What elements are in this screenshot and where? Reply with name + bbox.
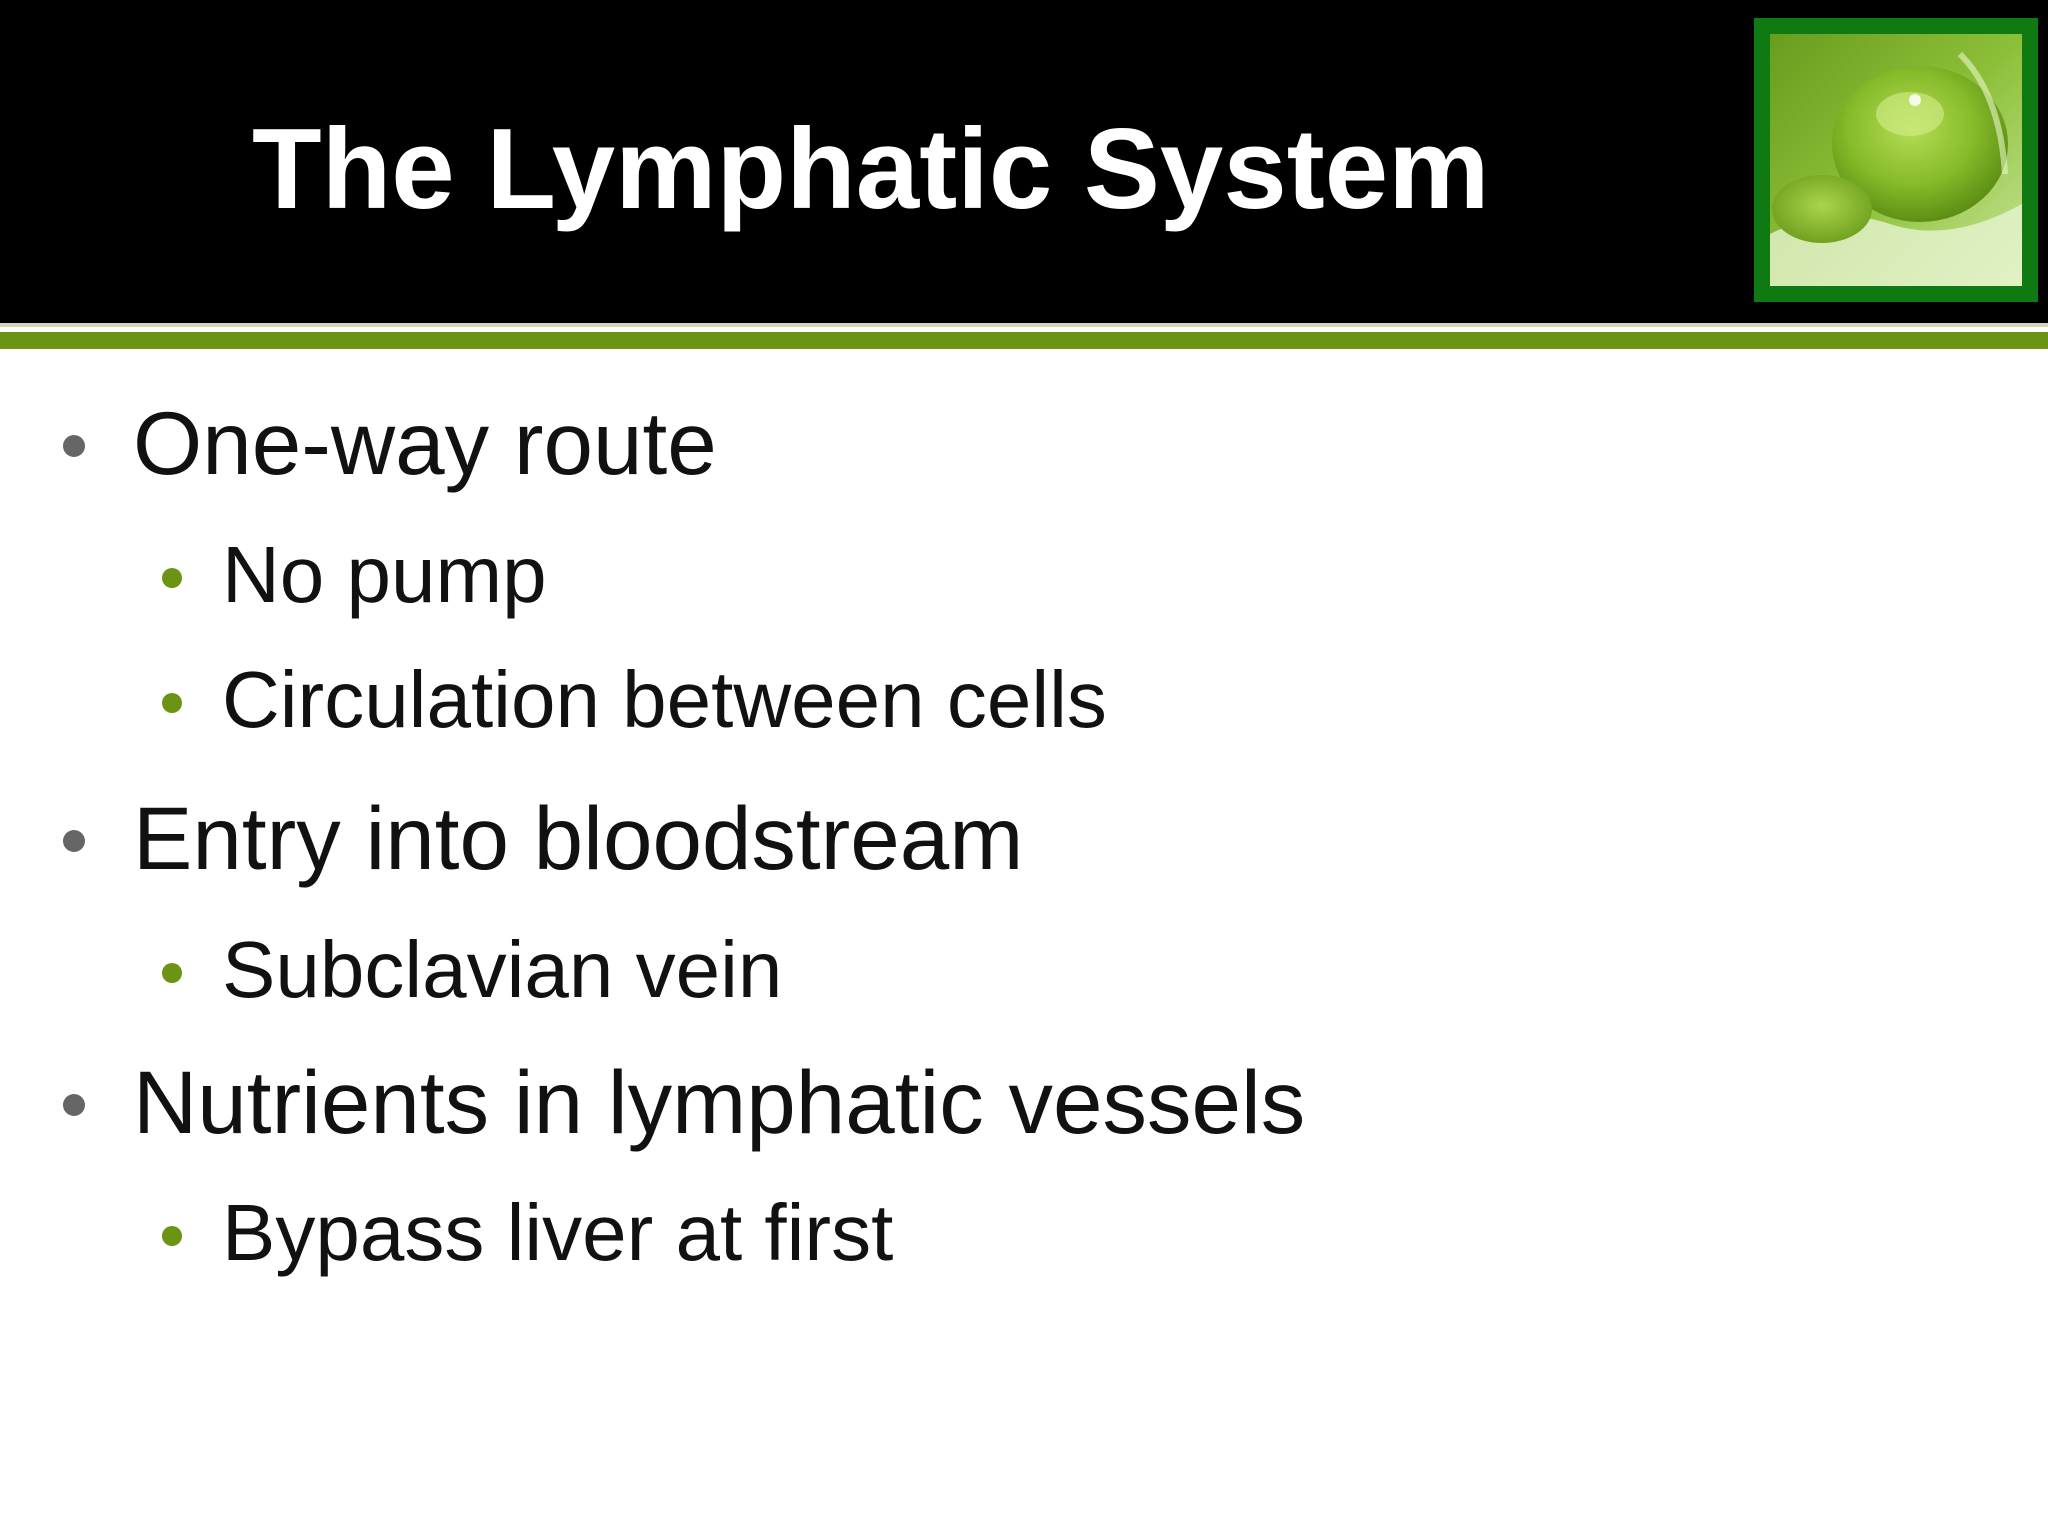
sub-bullet-text: No pump [222, 530, 547, 619]
bullet-item: One-way route [63, 388, 717, 498]
bullet-dot-icon [63, 435, 85, 457]
sub-bullet-text: Circulation between cells [222, 655, 1107, 744]
sub-bullet-text: Subclavian vein [222, 925, 783, 1014]
sub-bullet-dot-icon [162, 1226, 182, 1246]
sub-bullet-item: Circulation between cells [162, 650, 1107, 750]
bullet-text: Nutrients in lymphatic vessels [133, 1052, 1306, 1152]
green-photo-frame [1754, 18, 2038, 302]
bullet-item: Nutrients in lymphatic vessels [63, 1047, 1306, 1157]
bullet-dot-icon [63, 830, 85, 852]
bullet-dot-icon [63, 1094, 85, 1116]
header-divider-green [0, 332, 2048, 349]
slide-title: The Lymphatic System [252, 106, 1490, 233]
sub-bullet-item: Bypass liver at first [162, 1183, 894, 1283]
sub-bullet-dot-icon [162, 963, 182, 983]
sub-bullet-dot-icon [162, 568, 182, 588]
title-bar: The Lymphatic System [0, 0, 2048, 323]
bullet-text: Entry into bloodstream [133, 788, 1024, 888]
sub-bullet-text: Bypass liver at first [222, 1188, 894, 1277]
green-droplet-image [1770, 34, 2022, 286]
bullet-text: One-way route [133, 393, 717, 493]
bullet-item: Entry into bloodstream [63, 783, 1024, 893]
header-divider-thin [0, 323, 2048, 327]
sub-bullet-item: Subclavian vein [162, 920, 783, 1020]
sub-bullet-dot-icon [162, 693, 182, 713]
sub-bullet-item: No pump [162, 525, 547, 625]
